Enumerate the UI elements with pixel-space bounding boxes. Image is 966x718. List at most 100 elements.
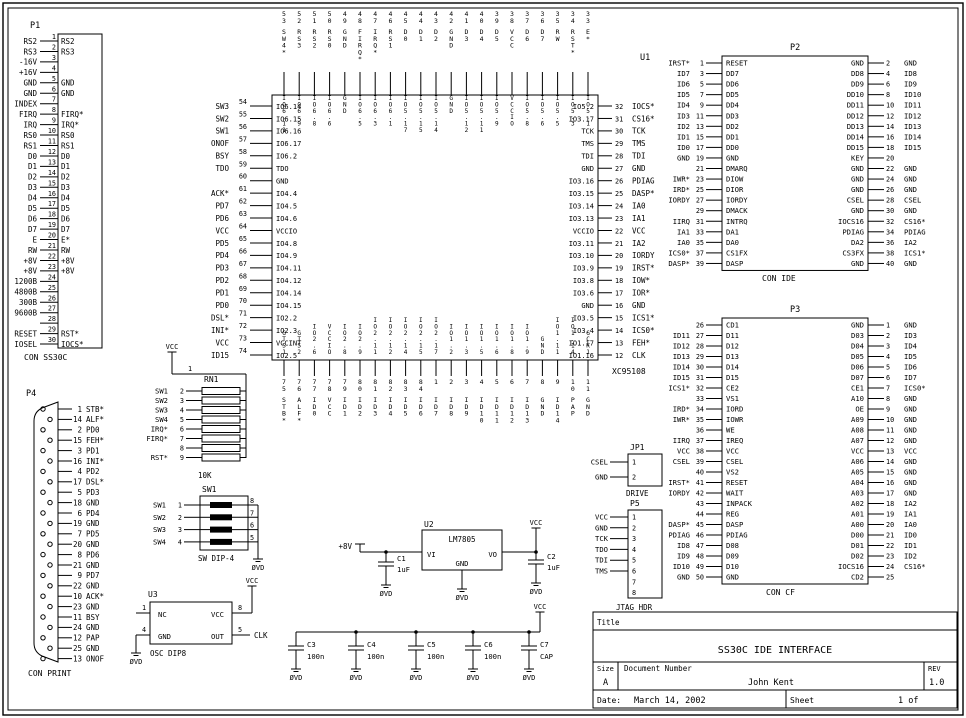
pin-number: 36 [696,427,704,435]
net-label: PD7 [215,201,229,210]
pin-number: 14 [73,415,83,424]
pin-number: 7 [700,91,704,99]
pin-number: 35 [696,416,704,424]
pin-name: INPACK [726,499,753,508]
net-label: GND [904,415,917,424]
switch-actuator[interactable] [210,502,232,508]
pin-circle [40,572,46,579]
pin-name: GND [581,165,594,173]
pin-number: 5 [52,75,56,83]
net-label: GND [86,623,100,632]
ref-designator: JP1 [630,443,645,452]
pin-name: A04 [851,478,864,487]
pin-name: IO6.15 [276,115,301,123]
pin-name: D01 [851,541,864,550]
pin-name: GND [726,153,739,162]
pin-circle [40,551,46,558]
pin-name: GND [158,632,171,641]
pin-name: VCC [211,610,224,619]
pin-number: 24 [73,623,83,632]
decoupling-caps[interactable]: VCCØVDC3100nØVDC4100nØVDC5100nØVDC6100nØ… [288,603,553,682]
resistor-network-rn1[interactable]: RN1VCC12SW13SW24SW35SW46IRQ*7FIRQ*89RST*… [146,343,247,480]
pin-number: 25 [73,644,82,653]
net-label: TDO [595,545,608,554]
part-value: CAP [540,652,553,661]
net-label: RW [28,246,38,255]
pin-number: 2 [632,524,636,532]
pin-number: 4 [142,626,146,634]
pin-number: 27 [48,305,56,313]
net-label: -16V [19,58,38,67]
pin-number: 2 [632,474,636,482]
net-label: VCC [215,226,229,235]
net-label: VCC [595,513,608,522]
net-label: E [32,235,37,244]
net-label: ID14 [673,363,690,372]
pin-number: 21 [48,242,56,250]
pin-name: CS3FX [842,248,864,257]
part-label: SW DIP-4 [198,554,235,563]
pin-name: A10 [851,394,864,403]
net-label: 4800B [14,288,37,297]
part-label: CON PRINT [28,669,72,678]
pin-name: DASP [726,259,743,268]
pin-number: 4 [178,538,182,546]
net-label: SW2 [153,513,166,522]
pin-number: 6 [886,81,890,89]
connector-body [33,401,59,663]
pin-name: GND [851,185,864,194]
pin-name: KEY [851,153,865,162]
pin-name: IO3.17 [569,115,594,123]
net-label: PD6 [86,550,100,559]
pin-name: IOWR [726,415,744,424]
ref-designator: C5 [427,640,436,649]
ref-designator: P3 [790,305,800,315]
switch-actuator[interactable] [210,514,232,521]
net-label: ID11 [673,331,690,340]
gnd-net-label: ØVD [410,674,423,682]
pin-number: 15 [73,436,82,445]
pin-number: 32 [615,103,623,111]
p8v-net-label: +8V [338,542,352,551]
pin-number: 18 [886,500,894,508]
part-label: DRIVE [626,489,649,498]
pin-number: 8 [540,378,544,386]
pin-name: IOCS16 [838,562,864,571]
pin-name: WE [726,426,735,435]
switch-actuator[interactable] [210,526,232,533]
switch-actuator[interactable] [210,538,232,545]
net-label: PD5 [86,530,100,539]
net-label: DASP* [668,259,690,268]
pin-name: DA0 [726,238,739,247]
pin-number: 1 [434,378,438,386]
net-label: TDI [595,556,608,565]
net-label: GND [86,582,100,591]
pin-number: 19 [73,519,82,528]
